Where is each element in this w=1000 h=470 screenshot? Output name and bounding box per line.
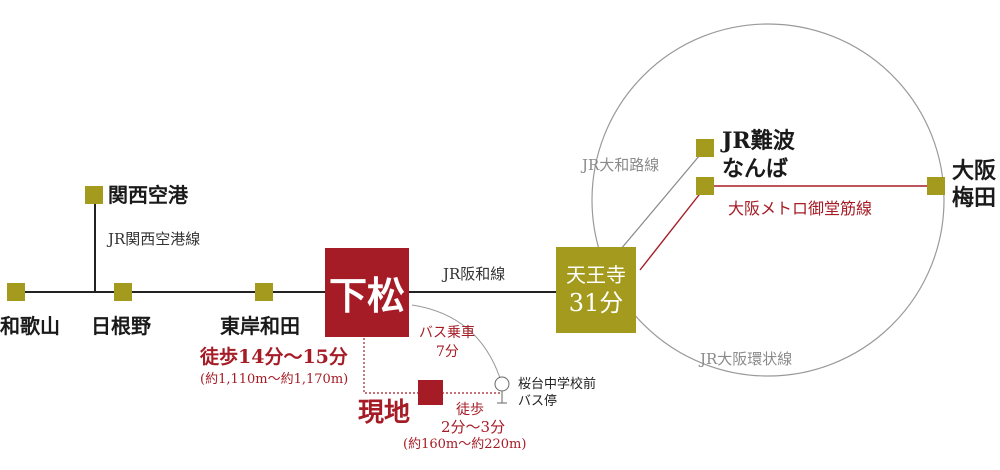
station-marker-namba — [696, 177, 714, 195]
station-marker-kansai-airport — [85, 186, 103, 204]
site-label: 現地 — [358, 398, 411, 428]
line-label-yamatoji: JR大和路線 — [582, 156, 660, 174]
tennoji-travel-time: 31分 — [568, 289, 624, 317]
line-label-hanwa: JR阪和線 — [443, 265, 506, 283]
bus-ride-time: 7分 — [436, 344, 459, 360]
yamatoji-line-track — [609, 148, 706, 263]
station-label-kansai-airport: 関西空港 — [108, 183, 188, 207]
osaka-loop-line-circle — [591, 23, 945, 377]
shimomatsu-station-name: 下松 — [328, 273, 405, 318]
station-label-namba: なんば — [722, 156, 789, 182]
station-label-hineno: 日根野 — [91, 314, 151, 338]
walk-time-from-station: 徒歩14分〜15分 — [200, 346, 348, 368]
walk-label-from-bus: 徒歩 — [456, 402, 484, 418]
bus-stop-name: 桜台中学校前 — [518, 377, 597, 392]
station-marker-wakayama — [7, 283, 25, 301]
tennoji-station-box: 天王寺 31分 — [556, 247, 636, 333]
site-marker — [418, 380, 443, 405]
bus-stop-icon — [494, 376, 510, 392]
walk-distance-from-station: (約1,110m〜約1,170m) — [200, 372, 349, 387]
walk-time-from-bus: 2分〜3分 — [441, 418, 506, 436]
midosuji-line-track — [639, 185, 707, 271]
station-label-umeda: 梅田 — [952, 185, 997, 211]
line-label-midosuji: 大阪メトロ御堂筋線 — [728, 199, 873, 218]
walk-route-station — [363, 338, 418, 394]
station-marker-jr-namba — [696, 139, 714, 157]
tennoji-station-name: 天王寺 — [566, 263, 626, 287]
station-label-higashikishiwada: 東岸和田 — [220, 314, 300, 338]
station-label-wakayama: 和歌山 — [0, 314, 60, 338]
bus-ride-label: バス乗車 — [419, 325, 475, 341]
shimomatsu-station-box: 下松 — [325, 248, 409, 337]
station-label-jr-namba: JR難波 — [722, 128, 795, 154]
bus-route — [411, 304, 501, 379]
walk-distance-from-bus: (約160m〜約220m) — [403, 437, 527, 452]
station-marker-hineno — [114, 283, 132, 301]
line-label-osaka-loop: JR大阪環状線 — [700, 350, 793, 368]
station-label-osaka: 大阪 — [952, 158, 997, 184]
station-marker-osaka — [927, 177, 945, 195]
bus-stop-label: バス停 — [518, 394, 558, 409]
station-marker-higashikishiwada — [255, 283, 273, 301]
line-label-kansai-airport: JR関西空港線 — [108, 230, 201, 248]
